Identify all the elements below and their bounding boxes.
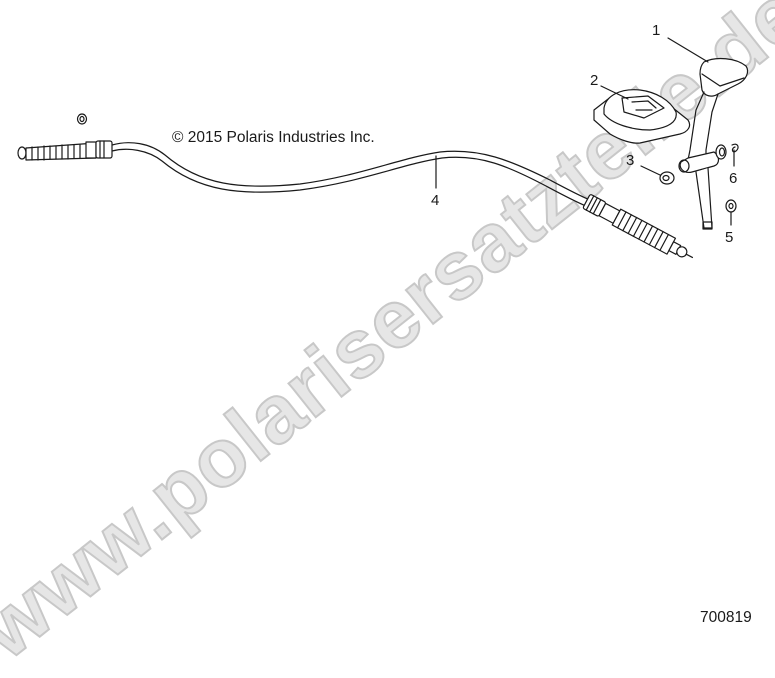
- shift-cable: [17, 113, 694, 259]
- diagram-drawing: [17, 37, 749, 259]
- callout-4: 4: [431, 192, 440, 209]
- callout-6: 6: [729, 170, 738, 187]
- callout-2: 2: [590, 72, 599, 89]
- nut: [725, 199, 737, 226]
- cable-right-end-fitting: [582, 194, 694, 259]
- shift-lever: [667, 37, 749, 230]
- loose-nut: [76, 113, 88, 125]
- diagram-number: 700819: [700, 609, 752, 626]
- callout-1: 1: [652, 22, 661, 39]
- clip: [715, 143, 739, 167]
- shift-boot: [593, 85, 691, 144]
- washer: [640, 165, 675, 185]
- callout-3: 3: [626, 152, 635, 169]
- callout-5: 5: [725, 229, 734, 246]
- cable-left-end-fitting: [17, 140, 113, 161]
- copyright-text: © 2015 Polaris Industries Inc.: [172, 129, 375, 146]
